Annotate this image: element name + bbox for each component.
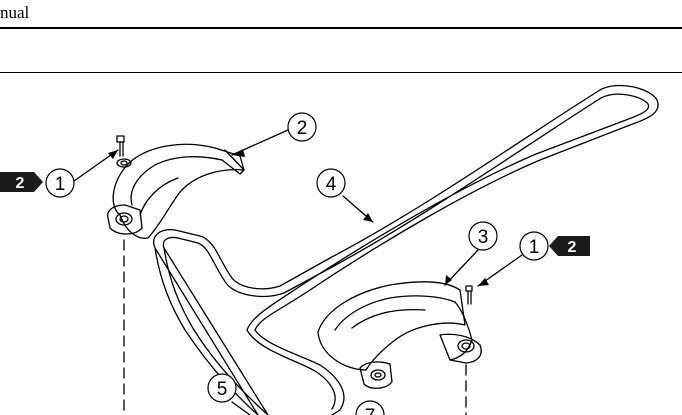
left-bolt bbox=[116, 135, 125, 157]
page-header-text: nual bbox=[0, 3, 30, 22]
header-rule-bottom bbox=[0, 72, 682, 73]
callout-7: 7 bbox=[355, 400, 385, 415]
svg-text:2: 2 bbox=[568, 239, 577, 256]
left-belt-cover bbox=[107, 143, 245, 239]
arrowhead-4 bbox=[363, 213, 373, 222]
svg-text:7: 7 bbox=[365, 406, 376, 415]
svg-text:2: 2 bbox=[16, 175, 25, 192]
svg-text:5: 5 bbox=[217, 379, 228, 400]
drive-belt bbox=[153, 84, 659, 415]
leader-line-5 bbox=[231, 401, 251, 415]
callout-1-left: 1 bbox=[45, 168, 75, 198]
arrowhead-3 bbox=[445, 275, 452, 285]
svg-text:2: 2 bbox=[297, 118, 308, 139]
arrowhead-1-right bbox=[478, 278, 489, 286]
header-rule-top bbox=[0, 27, 682, 29]
tag-badge-right: 2 bbox=[549, 236, 590, 256]
tag-badge-left: 2 bbox=[0, 172, 43, 192]
svg-text:1: 1 bbox=[529, 237, 540, 258]
svg-text:1: 1 bbox=[55, 174, 66, 195]
callout-1-right: 1 bbox=[519, 231, 549, 261]
right-bolt bbox=[465, 285, 473, 305]
callout-5: 5 bbox=[207, 373, 237, 403]
callout-4: 4 bbox=[316, 168, 346, 198]
right-belt-cover bbox=[317, 281, 482, 389]
arrowhead-1-left bbox=[108, 150, 118, 159]
svg-text:3: 3 bbox=[478, 227, 489, 248]
arrowhead-2 bbox=[232, 149, 245, 157]
callout-3: 3 bbox=[468, 221, 498, 251]
callout-2: 2 bbox=[287, 112, 317, 142]
svg-text:4: 4 bbox=[326, 174, 337, 195]
